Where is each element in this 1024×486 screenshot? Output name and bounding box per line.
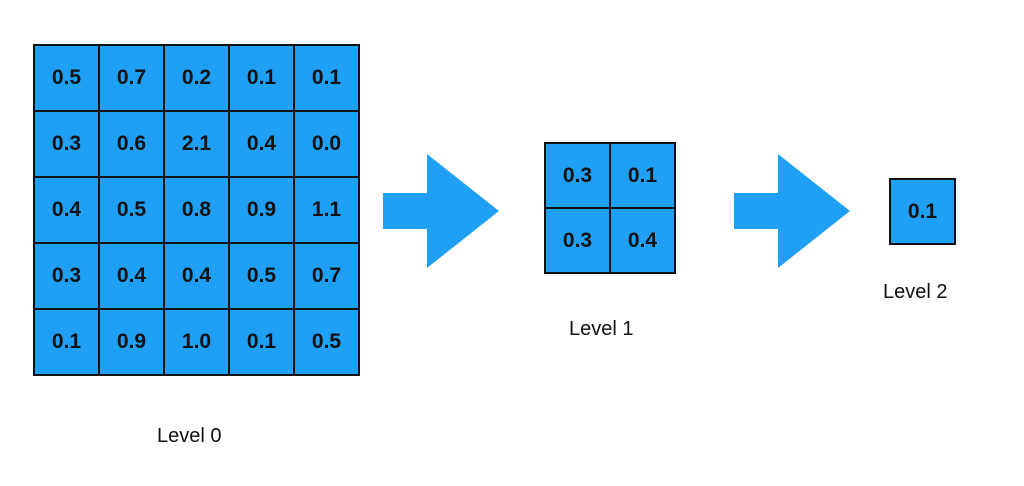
grid-cell: 2.1 — [165, 112, 228, 176]
grid-cell: 0.4 — [165, 244, 228, 308]
grid-cell: 0.0 — [295, 112, 358, 176]
grid-cell: 0.6 — [100, 112, 163, 176]
grid-cell: 0.4 — [611, 209, 674, 272]
grid-cell: 0.4 — [35, 178, 98, 242]
grid-cell: 0.7 — [295, 244, 358, 308]
grid-cell: 0.2 — [165, 46, 228, 110]
grid-cell: 0.1 — [611, 144, 674, 207]
right-arrow-icon — [383, 154, 499, 268]
grid-cell: 0.1 — [295, 46, 358, 110]
level-1-label: Level 1 — [569, 318, 634, 340]
grid-cell: 0.8 — [165, 178, 228, 242]
grid-cell: 0.1 — [230, 310, 293, 374]
grid-cell: 0.5 — [35, 46, 98, 110]
grid-cell: 0.3 — [35, 244, 98, 308]
level-2-label: Level 2 — [883, 281, 948, 303]
grid-cell: 0.4 — [100, 244, 163, 308]
grid-cell: 0.3 — [35, 112, 98, 176]
grid-cell: 1.0 — [165, 310, 228, 374]
grid-cell: 0.1 — [230, 46, 293, 110]
grid-cell: 0.1 — [35, 310, 98, 374]
grid-cell: 0.9 — [100, 310, 163, 374]
grid-cell: 0.5 — [230, 244, 293, 308]
grid-cell: 0.3 — [546, 144, 609, 207]
grid-cell: 0.4 — [230, 112, 293, 176]
grid-cell: 0.3 — [546, 209, 609, 272]
grid-cell: 0.5 — [295, 310, 358, 374]
grid-cell: 0.7 — [100, 46, 163, 110]
grid-cell: 0.1 — [891, 180, 954, 243]
grid-cell: 0.9 — [230, 178, 293, 242]
right-arrow-icon — [734, 154, 850, 268]
level-2-grid: 0.1 — [889, 178, 956, 245]
level-0-label: Level 0 — [157, 425, 222, 447]
grid-cell: 0.5 — [100, 178, 163, 242]
grid-cell: 1.1 — [295, 178, 358, 242]
